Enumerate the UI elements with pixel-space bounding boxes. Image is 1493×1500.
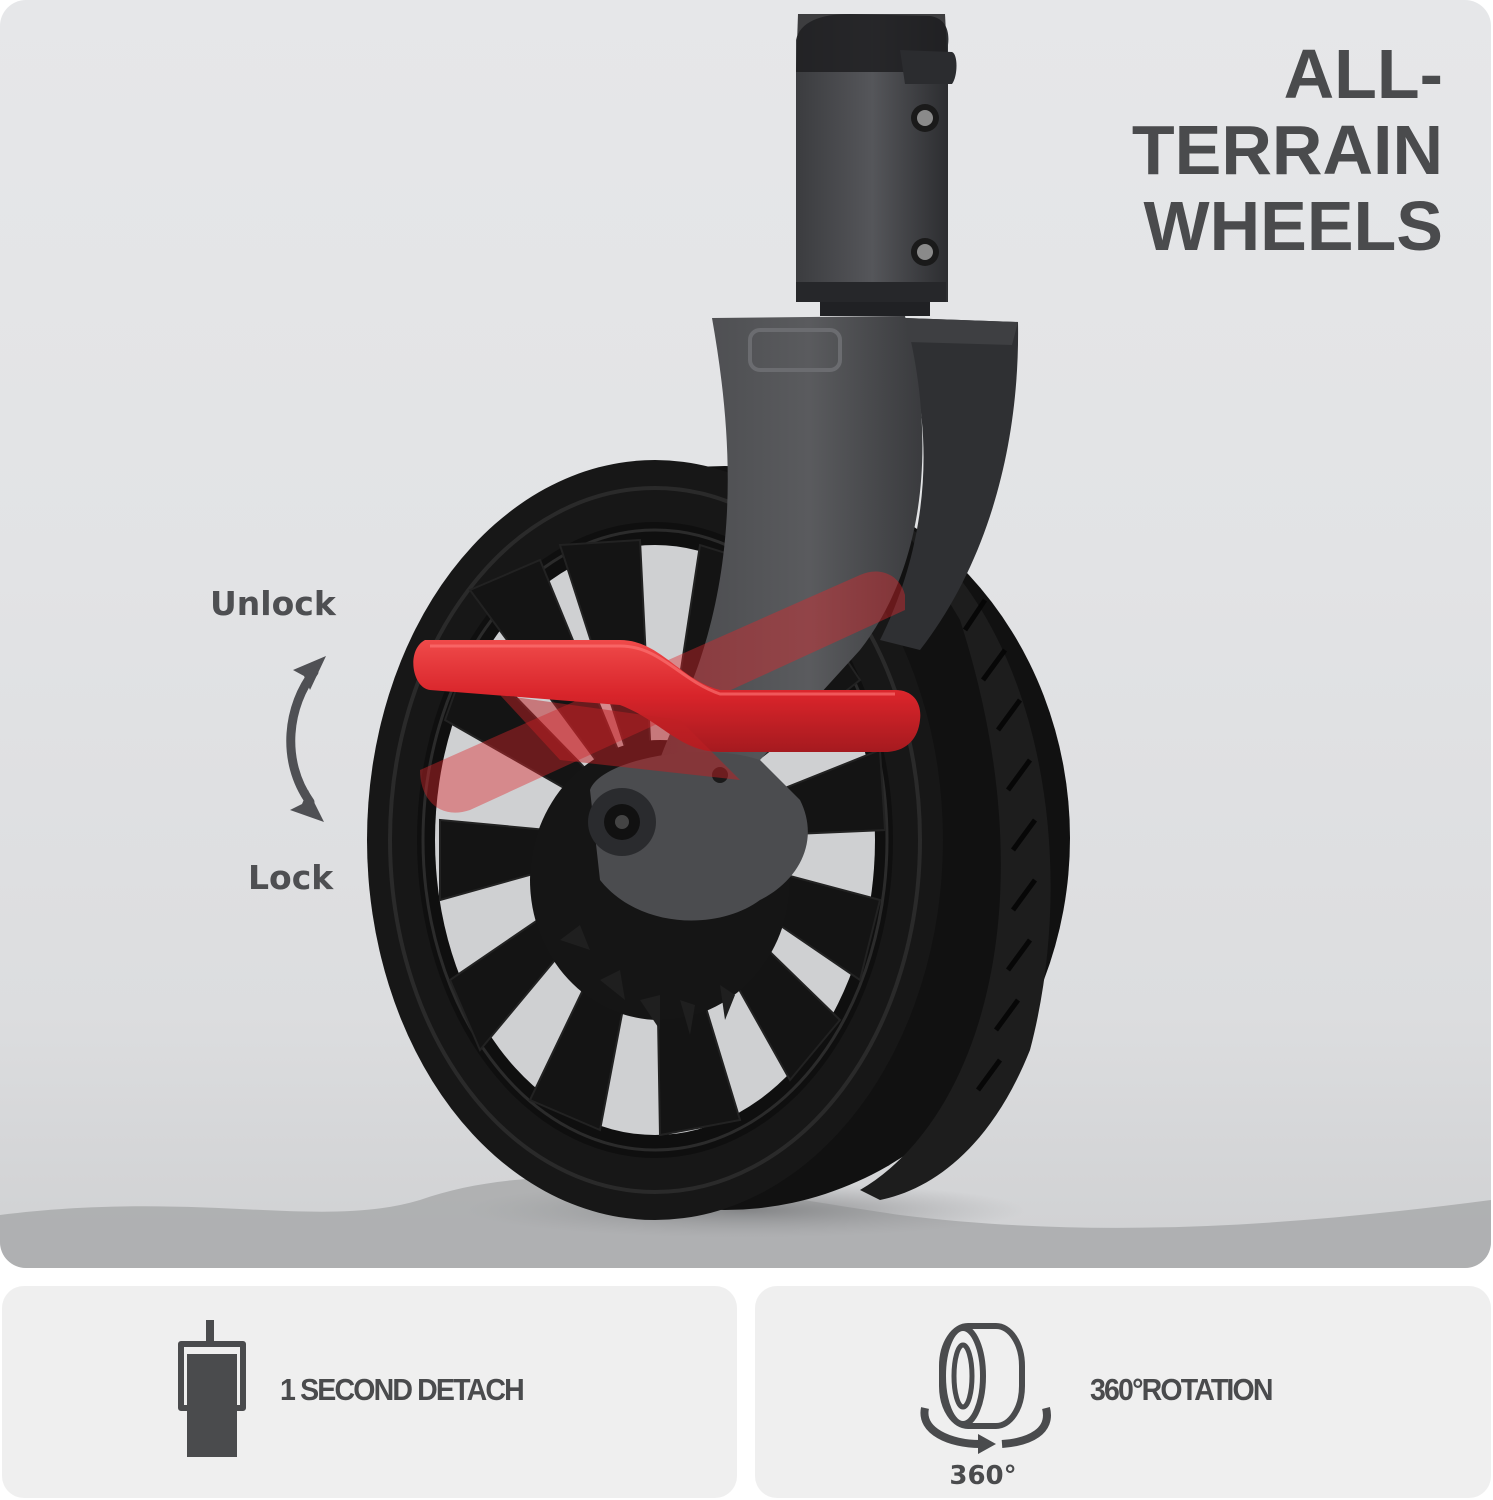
rotation-icon-caption: 360° [949,1461,1016,1491]
hero-panel: ALL- TERRAIN WHEELS Unlock Lock [0,0,1491,1268]
feature-label-rotation: 360°ROTATION [1090,1372,1273,1407]
headline-line-1: ALL- [1283,35,1443,113]
headline-line-2: TERRAIN [1131,111,1443,189]
curved-double-arrow-icon [286,656,326,822]
feature-label-detach: 1 SECOND DETACH [280,1372,525,1407]
caster-wheel-illustration [0,14,1491,1268]
headline: ALL- TERRAIN WHEELS [1132,36,1443,264]
detach-post-icon [178,1320,246,1457]
feature-card-detach: 1 SECOND DETACH [2,1286,737,1498]
feature-card-rotation: 360° 360°ROTATION [755,1286,1491,1498]
wheel-rotation-icon: 360° [920,1323,1051,1491]
unlock-label: Unlock [210,584,336,623]
headline-line-3: WHEELS [1143,187,1443,265]
lock-label: Lock [248,858,334,897]
